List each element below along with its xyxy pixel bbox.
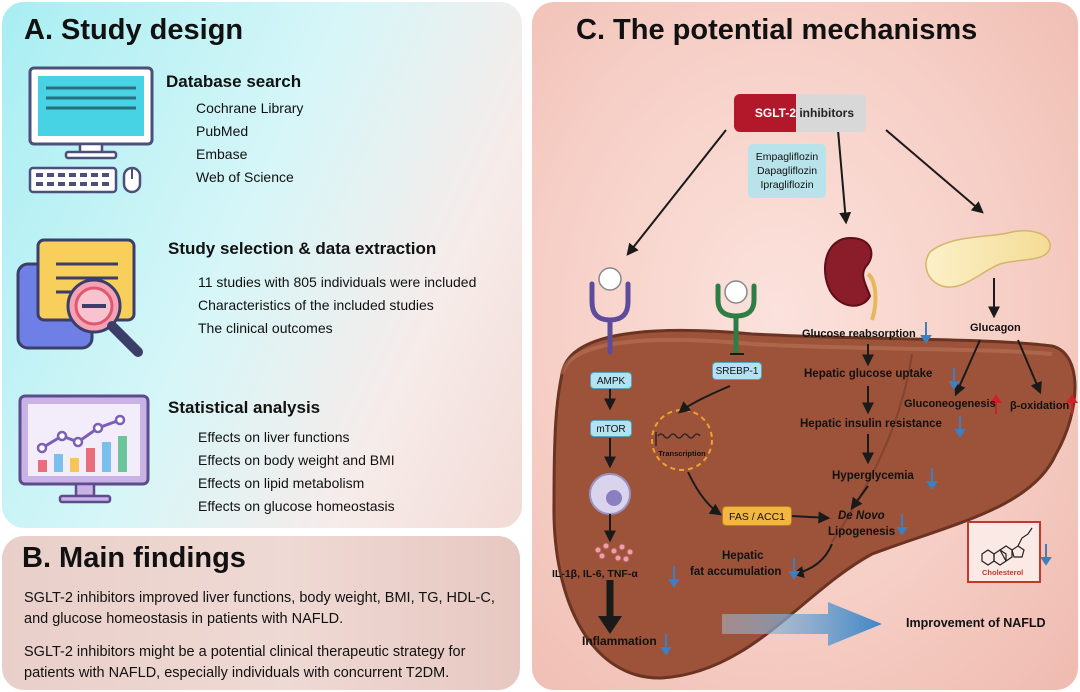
cholesterol-structure [981,527,1033,566]
transcription-label: Transcription [658,449,706,458]
analysis-item: Effects on body weight and BMI [198,452,395,468]
selection-item: The clinical outcomes [198,320,333,336]
hepatic-insulin-resistance-label: Hepatic insulin resistance [800,418,942,430]
liver-shape [552,328,1077,680]
database-item: PubMed [196,123,249,139]
analysis-monitor-icon [18,394,150,504]
ampk-node: AMPK [590,372,632,389]
srebp1-node: SREBP-1 [712,362,762,380]
analysis-item: Effects on lipid metabolism [198,475,365,491]
pancreas-icon [925,230,1051,288]
hepatic-glucose-uptake-label: Hepatic glucose uptake [804,368,933,380]
computer-icon [28,66,154,194]
improvement-arrow [722,602,882,646]
decrease-arrows [660,322,1052,656]
lipogenesis-label: Lipogenesis [828,526,896,538]
glucose-reabsorption-label: Glucose reabsorption [802,328,916,340]
document-search-icon [16,238,143,357]
mechanism-diagram [552,129,1078,680]
drug-item: Ipragliflozin [760,179,814,191]
de-novo-label: De Novo [838,510,885,522]
srebp-receptor [715,283,757,355]
gluconeogenesis-label: Gluconeogenesis [904,398,996,410]
fas-acc1-node: FAS / ACC1 [722,506,792,526]
panel-b-title: B. Main findings [22,542,246,574]
beta-oxidation-label: β-oxidation [1010,400,1070,412]
sglt2-label: SGLT-2 [734,94,796,132]
ampk-receptor [589,281,631,355]
transcription-circle [651,409,713,471]
cytokine-dots [594,542,634,563]
sglt2-inhibitors-node: SGLT-2 inhibitors [734,94,866,132]
statistical-analysis-title: Statistical analysis [168,398,321,417]
kidney-icon [824,236,873,307]
drug-item: Empagliflozin [755,151,819,163]
analysis-item: Effects on glucose homeostasis [198,498,395,514]
finding-2: SGLT-2 inhibitors might be a potential c… [24,644,466,681]
inhibitors-label: inhibitors [796,94,866,132]
cholesterol-label: Cholesterol [982,568,1024,577]
panel-c-title: C. The potential mechanisms [576,14,978,46]
drug-list: Empagliflozin Dapagliflozin Ipragliflozi… [748,144,826,198]
improvement-label: Improvement of NAFLD [906,616,1046,630]
selection-item: Characteristics of the included studies [198,297,434,313]
inflammation-label: Inflammation [582,634,657,648]
study-selection-title: Study selection & data extraction [168,239,437,258]
selection-item: 11 studies with 805 individuals were inc… [198,274,477,290]
database-item: Embase [196,146,248,162]
drug-item: Dapagliflozin [756,165,818,177]
hepatic-label: Hepatic [722,550,764,562]
finding-1: SGLT-2 inhibitors improved liver functio… [24,590,495,627]
fat-accumulation-label: fat accumulation [690,566,782,578]
hyperglycemia-label: Hyperglycemia [832,470,914,482]
panel-study-design: A. Study design [2,2,522,528]
cytokines-label: IL-1β, IL-6, TNF-α [552,568,638,580]
analysis-item: Effects on liver functions [198,429,350,445]
panel-main-findings: B. Main findings SGLT-2 inhibitors impro… [2,536,520,690]
database-search-title: Database search [166,72,302,91]
panel-a-title: A. Study design [24,14,244,46]
increase-arrows [990,394,1078,414]
database-item: Web of Science [196,169,294,185]
panel-mechanisms: C. The potential mechanisms [532,2,1078,690]
glucagon-label: Glucagon [970,322,1021,334]
database-item: Cochrane Library [196,100,304,116]
mtor-node: mTOR [590,420,632,437]
